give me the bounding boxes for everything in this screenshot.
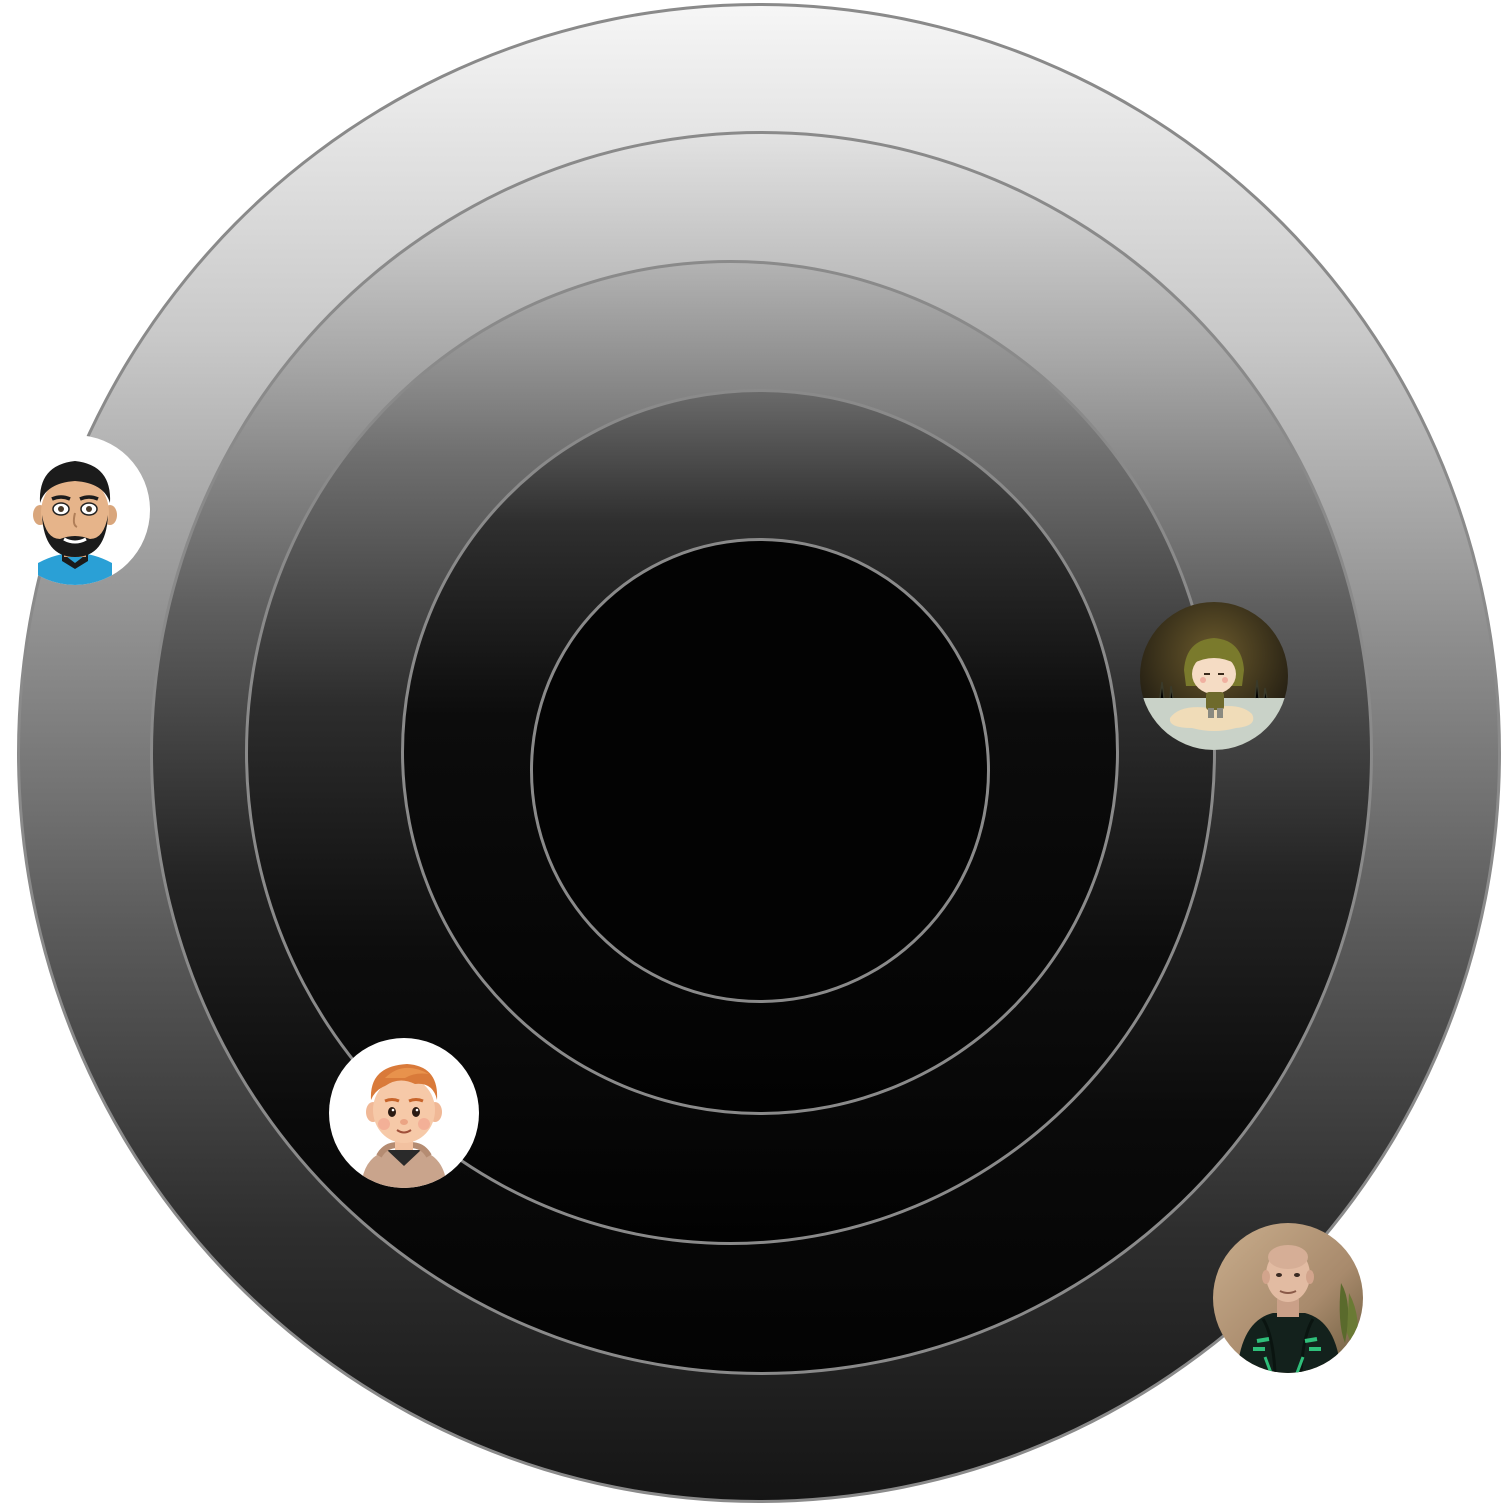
avatar-man-in-hoodie-image — [1213, 1223, 1363, 1373]
orbit-ring-inner — [530, 538, 990, 1003]
avatar-bearded-man[interactable] — [0, 435, 150, 585]
avatar-ginger-boy[interactable] — [329, 1038, 479, 1188]
avatar-illustrated-girl-image — [1140, 602, 1288, 750]
avatar-man-in-hoodie[interactable] — [1213, 1223, 1363, 1373]
avatar-ginger-boy-image — [329, 1038, 479, 1188]
avatar-illustrated-girl[interactable] — [1140, 602, 1288, 750]
avatar-bearded-man-image — [0, 435, 150, 585]
